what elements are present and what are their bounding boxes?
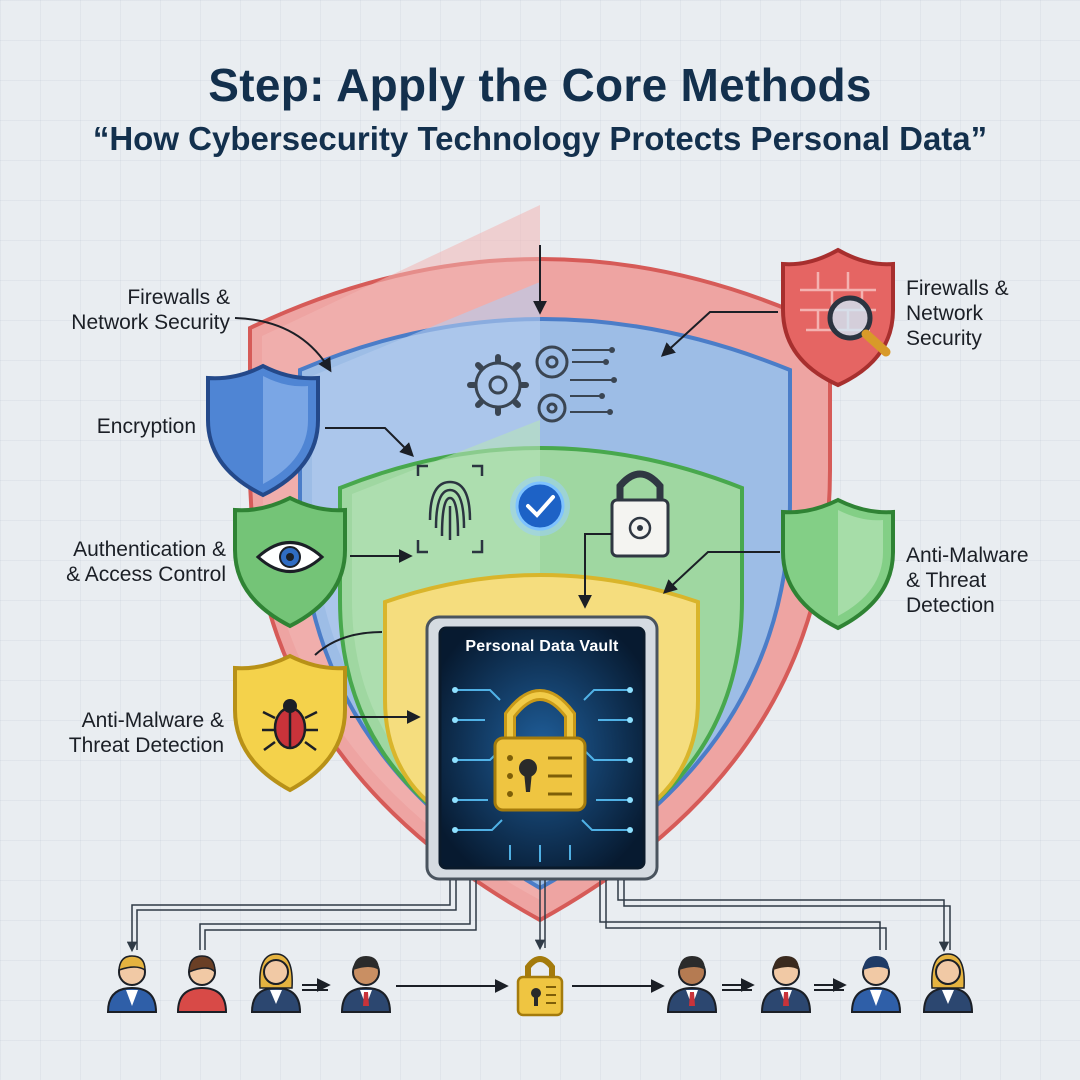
page-title: Step: Apply the Core Methods [208,59,872,111]
person-icon [850,956,902,1013]
arrow-encryption [325,427,414,457]
gears-icon [467,345,617,423]
label-left-encryption: Encryption [96,415,196,438]
yellow-bug-shield-icon [233,653,347,793]
person-icon [106,955,158,1013]
arrow-malware-right [662,551,780,594]
label-right-firewalls: Firewalls & Network Security [906,277,1009,350]
blue-shield-icon [206,363,320,498]
label-left-authentication: Authentication & & Access Control [66,538,226,586]
red-firewall-shield-icon [781,247,895,388]
page-subtitle: “How Cybersecurity Technology Protects P… [92,120,988,157]
green-shield-icon [781,497,895,631]
person-icon [176,955,228,1013]
arrow-lock-down [578,533,612,609]
label-left-firewalls: Firewalls & Network Security [71,286,230,334]
person-icon [250,953,302,1013]
vault-title: Personal Data Vault [465,638,619,655]
arrow-firewall-right [660,311,778,357]
small-padlock-icon [516,956,564,1017]
people-row [106,953,974,1017]
person-icon [922,953,974,1013]
label-left-anti-malware: Anti-Malware & Threat Detection [68,709,224,757]
padlock-icon [610,470,670,558]
person-icon [340,956,392,1013]
person-icon [666,956,718,1013]
personal-data-vault [425,615,659,881]
arrow-yellow-hook [314,631,383,656]
vault-padlock-icon [493,689,587,812]
arrow-firewall-left [234,317,332,373]
person-icon [760,956,812,1013]
fingerprint-icon [416,464,484,554]
green-eye-shield-icon [233,495,347,629]
label-right-anti-malware: Anti-Malware & Threat Detection [906,544,1029,617]
check-badge-icon [510,476,570,536]
